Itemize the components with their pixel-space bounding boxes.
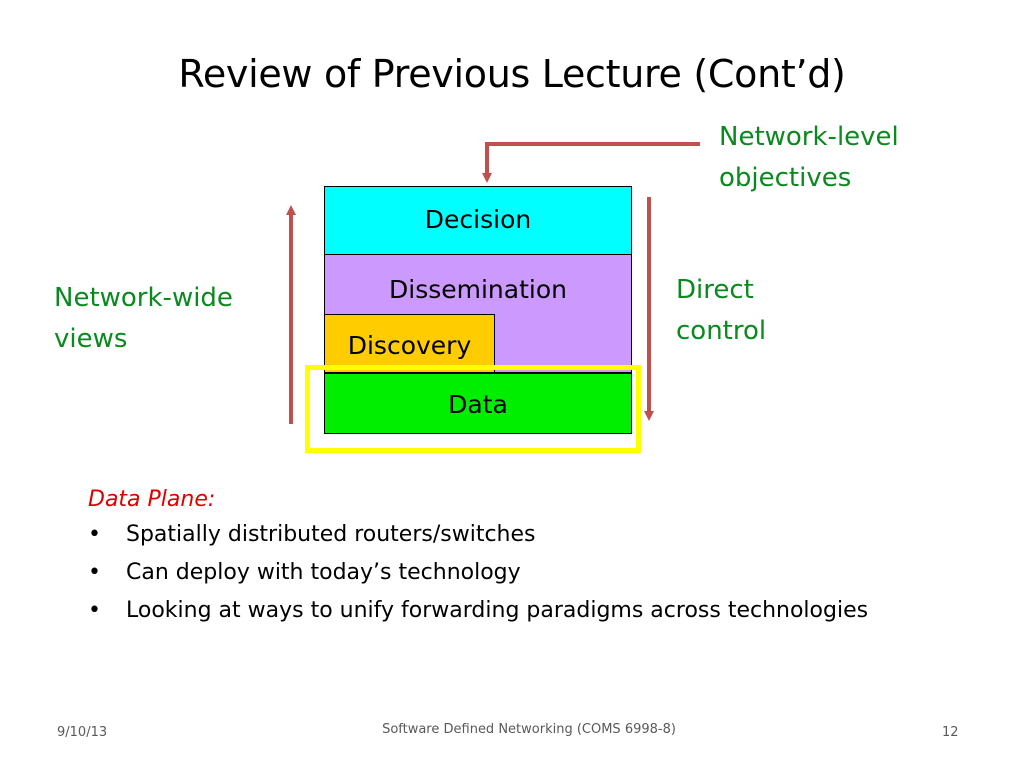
footer-page-number: 12 [942,725,959,740]
footer-date: 9/10/13 [57,725,108,740]
network-level-line2: objectives [719,163,852,193]
bullet-text: Looking at ways to unify forwarding para… [126,598,869,623]
direct-control-label: Direct control [676,270,766,352]
direct-control-line2: control [676,316,767,346]
bent-arrow-icon [482,142,700,183]
network-level-objectives-label: Network-level objectives [719,117,899,199]
data-plane-section: Data Plane: • Spatially distributed rout… [88,484,868,630]
network-wide-line2: views [54,324,128,354]
bullet-icon: • [88,598,101,623]
data-highlight-box [305,365,641,453]
network-wide-views-label: Network-wide views [54,278,233,360]
bullet-icon: • [88,560,101,585]
bullet-text: Spatially distributed routers/switches [126,522,536,547]
slide-title: Review of Previous Lecture (Cont’d) [178,52,846,96]
network-wide-line1: Network-wide [54,283,233,313]
footer-course: Software Defined Networking (COMS 6998-8… [382,722,676,737]
bullet-icon: • [88,522,101,547]
discovery-layer: Discovery [324,314,495,373]
network-level-line1: Network-level [719,122,899,152]
direct-control-line1: Direct [676,275,754,305]
decision-layer: Decision [324,186,632,255]
data-plane-heading: Data Plane: [88,487,216,512]
bullet-text: Can deploy with today’s technology [126,560,521,585]
data-layer: Data [324,373,632,434]
bullet-item: • Looking at ways to unify forwarding pa… [88,592,868,630]
bullet-item: • Can deploy with today’s technology [88,554,868,592]
bullet-item: • Spatially distributed routers/switches [88,516,868,554]
